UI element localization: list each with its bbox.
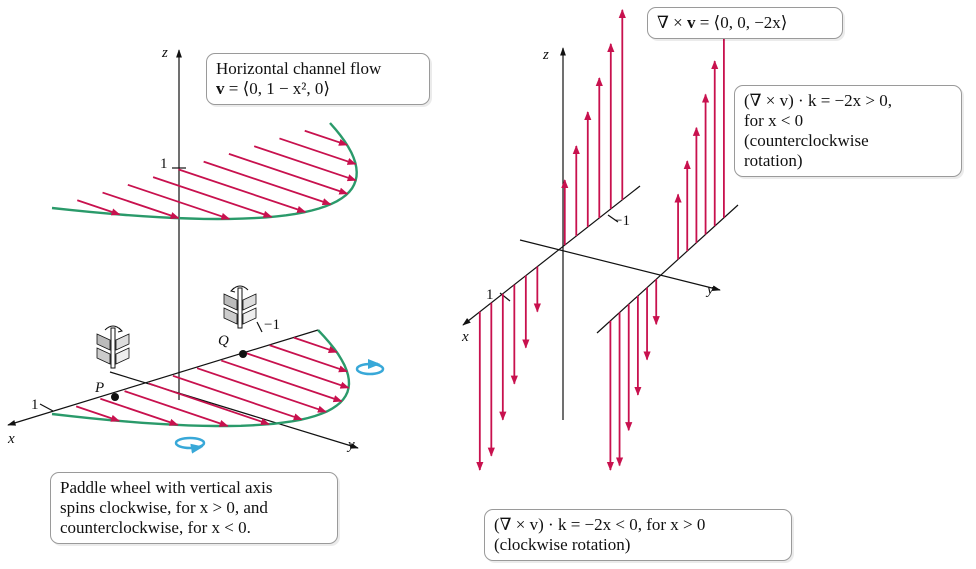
flow-box-v: v <box>216 79 225 98</box>
upper-velocity-arrow <box>152 176 273 218</box>
right-x-axis <box>462 185 641 326</box>
paddle-box-line3: counterclockwise, for x < 0. <box>60 518 251 537</box>
paddle-wheel-box: Paddle wheel with vertical axis spins cl… <box>50 472 338 544</box>
left-tick-x-one <box>39 403 54 412</box>
right-y-axis <box>519 239 721 292</box>
lower-profile-curve <box>51 329 351 428</box>
point-P-label: P <box>95 380 105 396</box>
lower-velocity-arrow <box>269 344 348 373</box>
upper-velocity-arrow <box>304 129 348 146</box>
upper-velocity-arrow <box>102 191 180 219</box>
curl-box-suffix: = ⟨0, 0, −2x⟩ <box>695 13 788 32</box>
curl-box: ∇ × v = ⟨0, 0, −2x⟩ <box>647 7 843 39</box>
left-x-tick-one: 1 <box>31 397 39 413</box>
curl-box-v: v <box>686 13 696 32</box>
cw-box-line1: (∇ × v) · k = −2x < 0, for x > 0 <box>494 515 706 534</box>
paddle-box-line2: spins clockwise, for x > 0, and <box>60 498 268 517</box>
upper-velocity-arrow <box>178 168 307 213</box>
ccw-box-line4: rotation) <box>744 151 803 170</box>
flow-description-box: Horizontal channel flow v = ⟨0, 1 − x², … <box>206 53 430 105</box>
curl-box-text: ∇ × v = ⟨0, 0, −2x⟩ <box>657 13 833 33</box>
upper-velocity-arrow <box>127 183 231 220</box>
lower-velocity-arrow <box>293 336 338 354</box>
lower-velocity-arrow <box>100 397 179 426</box>
upper-flow-sheet <box>51 122 358 221</box>
curl-vector-arrows <box>476 8 728 471</box>
paddle-wheel-P-icon <box>96 325 130 369</box>
right-y-label: y <box>707 282 714 298</box>
flow-box-line2: v = ⟨0, 1 − x², 0⟩ <box>216 79 420 99</box>
ccw-box-line3: (counterclockwise <box>744 131 869 150</box>
lower-velocity-arrow <box>148 382 270 426</box>
upper-velocity-arrow <box>228 153 349 195</box>
left-x-axis <box>7 329 319 426</box>
lower-velocity-arrow <box>245 352 350 389</box>
upper-profile-curve <box>51 122 358 221</box>
left-y-tick-neg-one: −1 <box>264 317 280 333</box>
lower-velocity-arrow <box>220 359 343 403</box>
upper-velocity-arrow <box>76 199 121 216</box>
right-x-label: x <box>462 329 469 345</box>
lower-velocity-arrow <box>172 374 303 421</box>
upper-velocity-arrow <box>253 145 357 182</box>
lower-velocity-arrow <box>124 390 229 427</box>
lower-velocity-arrow <box>196 367 327 413</box>
cw-box-line2: (clockwise rotation) <box>494 535 631 554</box>
flow-box-line1: Horizontal channel flow <box>216 59 382 78</box>
left-y-label: y <box>348 437 355 453</box>
right-tick-x-one <box>499 292 511 302</box>
counterclockwise-box: (∇ × v) · k = −2x > 0, for x < 0 (counte… <box>734 85 962 177</box>
upper-velocity-arrow <box>203 160 332 206</box>
point-Q-label: Q <box>218 333 229 349</box>
upper-velocity-arrow <box>279 137 357 165</box>
right-line-y-neg-one <box>596 204 739 334</box>
point-P <box>111 393 119 401</box>
clockwise-box: (∇ × v) · k = −2x < 0, for x > 0 (clockw… <box>484 509 792 561</box>
paddle-wheel-Q-icon <box>223 285 257 329</box>
right-y-tick-neg-one: −1 <box>614 213 630 229</box>
curl-box-prefix: ∇ × <box>657 13 687 32</box>
left-panel <box>7 49 385 454</box>
left-z-tick-one: 1 <box>160 156 168 172</box>
left-z-label: z <box>162 45 168 61</box>
lower-velocity-arrow <box>75 405 121 422</box>
left-x-label: x <box>8 431 15 447</box>
paddle-box-line1: Paddle wheel with vertical axis <box>60 478 273 497</box>
ccw-box-line2: for x < 0 <box>744 111 804 130</box>
ccw-box-line1: (∇ × v) · k = −2x > 0, <box>744 91 892 110</box>
right-z-label: z <box>543 47 549 63</box>
right-tick-y-neg-one <box>607 214 619 223</box>
flow-box-formula: = ⟨0, 1 − x², 0⟩ <box>224 79 331 98</box>
rotation-indicator-right-icon <box>355 359 385 376</box>
point-Q <box>239 350 247 358</box>
lower-flow-sheet <box>51 329 351 428</box>
right-x-tick-one: 1 <box>486 287 494 303</box>
left-tick-y-neg-one <box>256 321 263 333</box>
rotation-indicator-bottom-icon <box>174 436 206 454</box>
right-panel <box>462 8 739 471</box>
